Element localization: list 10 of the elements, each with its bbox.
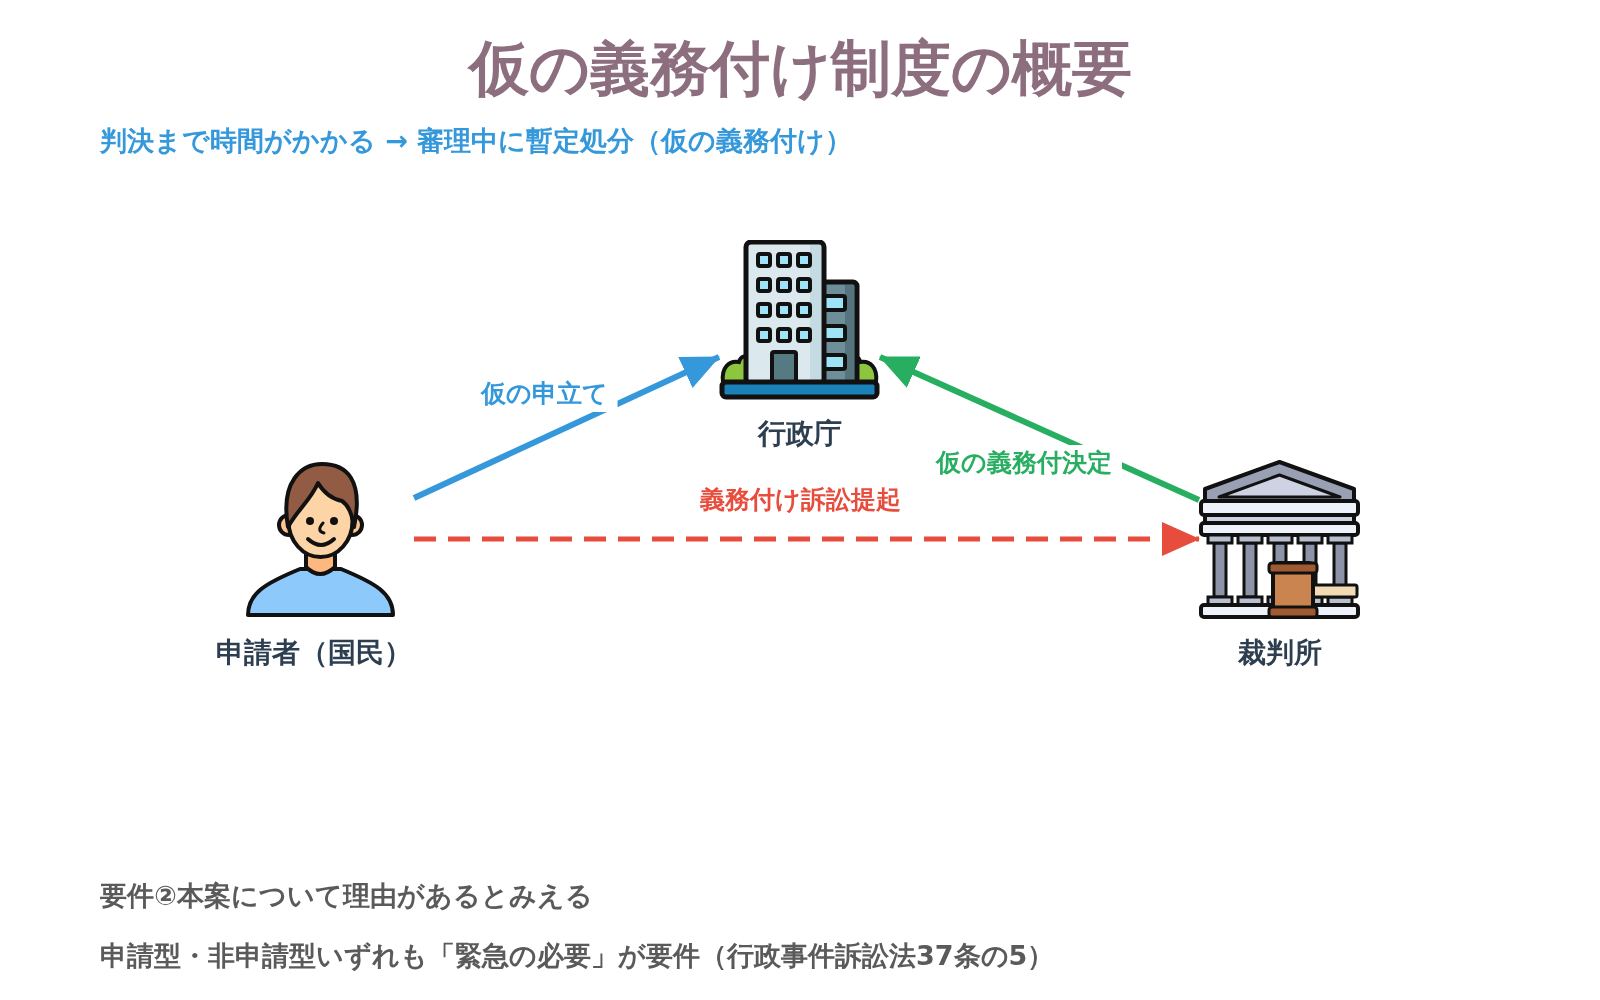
node-label: 申請者（国民） (215, 636, 413, 670)
note-text: 申請型・非申請型いずれも「緊急の必要」が要件（行政事件訴訟法37条の5） (100, 939, 1055, 973)
node-label: 行政庁 (756, 417, 843, 451)
arrow (878, 354, 1201, 503)
note-text: 要件②本案について理由があるとみえる (100, 879, 593, 913)
title: 仮の義務付け制度の概要 (468, 32, 1132, 104)
arrow (412, 354, 721, 501)
subtitle: 判決まで時間がかかる → 審理中に暫定処分（仮の義務付け） (100, 124, 853, 158)
dashed-arrow (414, 522, 1200, 556)
node-label: 裁判所 (1236, 636, 1323, 670)
